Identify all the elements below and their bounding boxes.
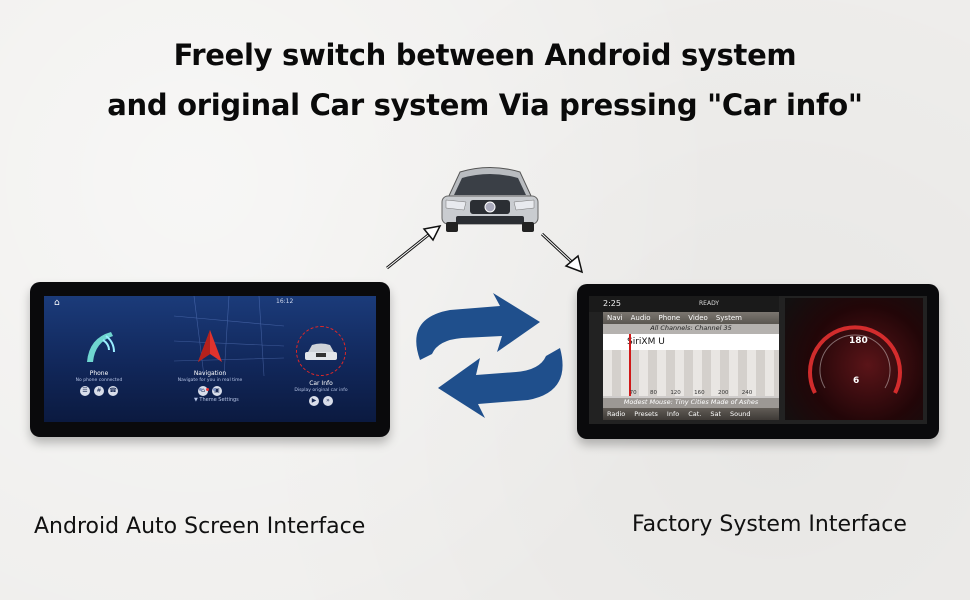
home-icon[interactable]: ⌂ — [54, 298, 60, 308]
android-status-bar: ⌂ 16:12 — [44, 296, 376, 308]
menu-presets[interactable]: Presets — [634, 410, 658, 418]
scale-tick: 240 — [741, 390, 753, 396]
scale-tick: 120 — [670, 390, 681, 396]
contacts-icon[interactable]: ☰ — [80, 386, 90, 396]
scale-tick: 80 — [649, 390, 657, 396]
instrument-cluster: 180 6 — [785, 298, 923, 420]
android-time: 16:12 — [276, 298, 294, 305]
menu-audio[interactable]: Audio — [630, 314, 651, 322]
page-dot[interactable] — [199, 388, 202, 391]
android-display: ⌂ 16:12 Phone No phone connected ☰ # ☎ — [44, 296, 376, 422]
frequency-scale: 70 80 120 160 200 240 — [603, 390, 779, 396]
headline-line-2: and original Car system Via pressing "Ca… — [107, 88, 863, 122]
theme-settings-label[interactable]: ▼ Theme Settings — [194, 397, 239, 403]
speedometer-gauge-icon — [808, 325, 902, 394]
factory-bottom-menu: Radio Presets Info Cat. Sat Sound — [603, 408, 779, 420]
caption-left: Android Auto Screen Interface — [34, 514, 366, 539]
menu-info[interactable]: Info — [666, 410, 680, 418]
menu-video[interactable]: Video — [688, 314, 708, 322]
factory-screen: 2:25 READY Navi Audio Phone Video System… — [577, 284, 939, 439]
arrow-down-right-icon — [540, 232, 584, 274]
car-front-image — [441, 167, 539, 232]
scale-tick: 70 — [629, 390, 637, 396]
song-info: Modest Mouse: Tiny Cities Made of Ashes — [603, 398, 779, 408]
car-info-tile[interactable]: Car Info Display original car info ▶ » — [266, 326, 376, 406]
phone-icon — [87, 332, 115, 362]
channel-header: All Channels: Channel 35 — [603, 324, 779, 334]
menu-phone[interactable]: Phone — [658, 314, 681, 322]
map-grid-icon — [174, 296, 284, 376]
speed-readout: 180 — [849, 336, 868, 346]
next-icon[interactable]: » — [323, 396, 333, 406]
factory-status-bar: 2:25 READY — [589, 296, 779, 312]
work-nav-icon[interactable]: ▣ — [212, 386, 222, 396]
headline-line-1: Freely switch between Android system — [173, 38, 797, 72]
car-info-tile-label: Car Info — [309, 380, 333, 387]
page-dots[interactable] — [199, 388, 216, 391]
station-name: SiriXM U — [603, 334, 779, 350]
menu-system[interactable]: System — [715, 314, 742, 322]
phone-tile-sub: No phone connected — [75, 378, 123, 383]
car-icon — [305, 343, 337, 360]
home-nav-icon[interactable]: ⌂ — [198, 386, 208, 396]
tuner-indicator — [629, 334, 631, 396]
phone-tile-label: Phone — [89, 370, 109, 377]
factory-main-panel: Navi Audio Phone Video System All Channe… — [603, 312, 779, 420]
phone-tile[interactable]: Phone No phone connected ☰ # ☎ — [44, 326, 154, 396]
navigation-tile-sub: Navigate for you in real time — [177, 378, 243, 383]
menu-cat[interactable]: Cat. — [688, 410, 702, 418]
play-icon[interactable]: ▶ — [309, 396, 319, 406]
factory-time: 2:25 — [603, 299, 621, 308]
call-log-icon[interactable]: ☎ — [108, 386, 118, 396]
android-screen: ⌂ 16:12 Phone No phone connected ☰ # ☎ — [30, 282, 390, 437]
menu-radio[interactable]: Radio — [607, 410, 626, 418]
factory-top-menu: Navi Audio Phone Video System — [603, 312, 779, 324]
page-dot[interactable] — [213, 388, 216, 391]
menu-sound[interactable]: Sound — [730, 410, 751, 418]
scale-tick: 200 — [717, 390, 729, 396]
navigation-tile-label: Navigation — [193, 370, 227, 377]
arrow-up-right-icon — [386, 224, 442, 270]
car-info-tile-sub: Display original car info — [294, 388, 348, 393]
navigation-arrow-icon — [198, 330, 222, 362]
scale-tick: 160 — [694, 390, 705, 396]
navigation-tile[interactable]: Navigation Navigate for you in real time… — [155, 326, 265, 396]
dialpad-icon[interactable]: # — [94, 386, 104, 396]
car-info-highlight — [296, 326, 346, 376]
menu-sat[interactable]: Sat — [710, 410, 722, 418]
menu-navi[interactable]: Navi — [607, 314, 623, 322]
gear-readout: 6 — [853, 376, 860, 386]
caption-right: Factory System Interface — [632, 512, 907, 537]
swap-arrows-icon — [416, 293, 563, 418]
frequency-bars — [603, 350, 779, 396]
factory-display: 2:25 READY Navi Audio Phone Video System… — [589, 296, 927, 424]
ready-status: READY — [699, 300, 720, 307]
page-dot-active[interactable] — [206, 388, 209, 391]
